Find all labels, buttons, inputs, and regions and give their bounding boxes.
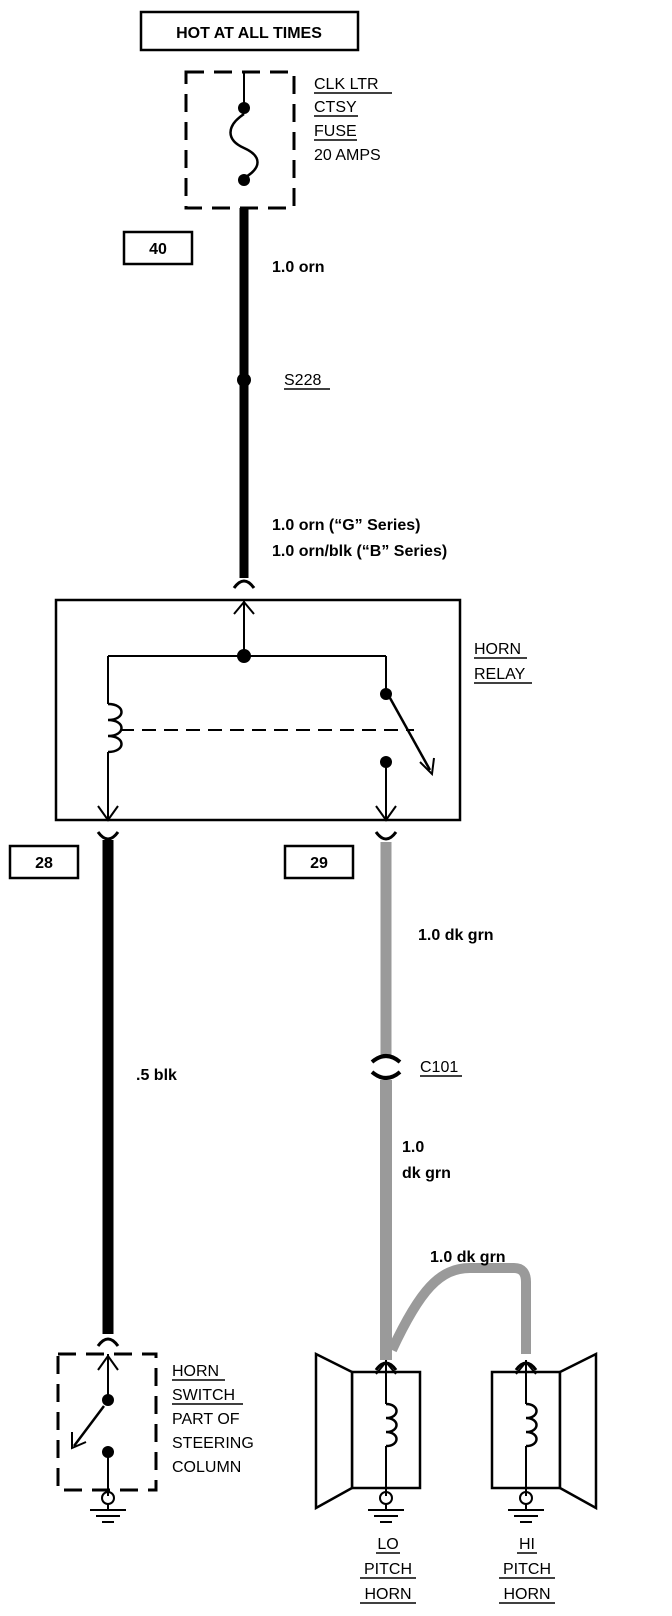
fuse-label-line: FUSE [314, 123, 357, 140]
horn-switch-label-line: HORN [172, 1363, 219, 1380]
wire-dkgrn-top-label: 1.0 dk grn [418, 927, 494, 944]
circuit-29-label: 29 [310, 855, 328, 872]
horn-relay [54, 598, 462, 822]
orn-wire [232, 208, 256, 589]
circuit-28-label: 28 [35, 855, 53, 872]
fuse-symbol [184, 70, 296, 210]
splice-s228-label: S228 [284, 372, 321, 389]
connector-c101-label: C101 [420, 1059, 458, 1076]
splice-s228-dot [237, 373, 251, 387]
fuse-label-line: CLK LTR [314, 76, 379, 93]
hi-horn-label-line: HORN [503, 1586, 550, 1603]
wire-dkgrn-mid-label-2: dk grn [402, 1165, 451, 1182]
blk-wire [96, 831, 120, 1347]
wire-blk-label: .5 blk [136, 1067, 177, 1084]
circuit-40-label: 40 [149, 241, 167, 258]
horn-switch [56, 1352, 158, 1523]
circuit-29-box: 29 [283, 844, 355, 880]
lo-pitch-horn [314, 1351, 422, 1523]
horn-switch-label-line: COLUMN [172, 1459, 241, 1476]
lo-pitch-horn-label: LO PITCH HORN [360, 1536, 416, 1604]
wire-orn-top-label: 1.0 orn [272, 259, 324, 276]
lo-horn-label-line: HORN [364, 1586, 411, 1603]
fuse-label-line: CTSY [314, 99, 357, 116]
wire-dkgrn-branch-label: 1.0 dk grn [430, 1249, 506, 1266]
lo-horn-label-line: LO [377, 1536, 398, 1553]
hi-pitch-horn [490, 1351, 598, 1523]
circuit-28-box: 28 [8, 844, 80, 880]
fuse-label: CLK LTR CTSY FUSE 20 AMPS [314, 76, 392, 164]
horn-switch-label-line: PART OF [172, 1411, 240, 1428]
power-label-box: HOT AT ALL TIMES [139, 10, 360, 52]
dkgrn-wire [370, 831, 538, 1371]
hi-horn-label-line: PITCH [503, 1561, 551, 1578]
wire-dkgrn-mid-label-1: 1.0 [402, 1139, 424, 1156]
horn-switch-label-line: SWITCH [172, 1387, 235, 1404]
wire-orn-b-label: 1.0 orn/blk (“B” Series) [272, 543, 447, 560]
lo-horn-label-line: PITCH [364, 1561, 412, 1578]
horn-switch-label: HORN SWITCH PART OF STEERING COLUMN [172, 1363, 254, 1476]
hi-horn-label-line: HI [519, 1536, 535, 1553]
fuse-label-line: 20 AMPS [314, 147, 381, 164]
wire-orn-g-label: 1.0 orn (“G” Series) [272, 517, 421, 534]
power-label: HOT AT ALL TIMES [176, 25, 322, 42]
relay-label-line: RELAY [474, 666, 526, 683]
hi-pitch-horn-label: HI PITCH HORN [499, 1536, 555, 1604]
circuit-40-box: 40 [122, 230, 194, 266]
horn-switch-label-line: STEERING [172, 1435, 254, 1452]
relay-label-line: HORN [474, 641, 521, 658]
